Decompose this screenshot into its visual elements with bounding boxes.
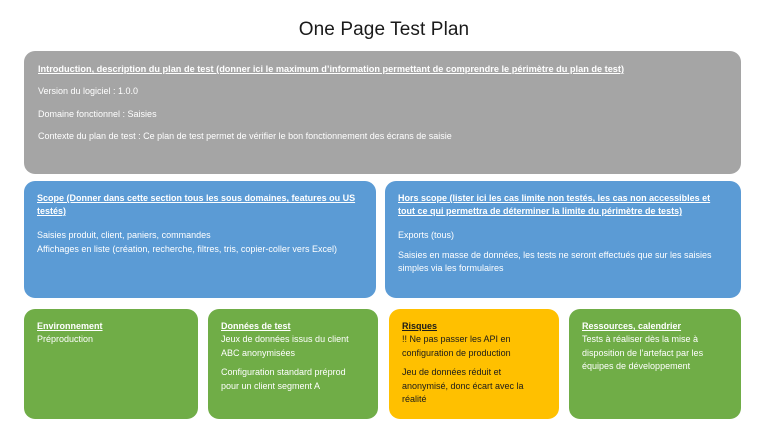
donnees-de-test-heading: Données de test bbox=[221, 321, 291, 331]
hors-scope-card-body: Hors scope (lister ici les cas limite no… bbox=[385, 181, 741, 286]
environnement-card-body: Environnement Préproduction bbox=[24, 309, 198, 357]
environnement-card: Environnement Préproduction bbox=[24, 309, 198, 419]
introduction-card-body: Introduction, description du plan de tes… bbox=[24, 51, 741, 156]
ressources-calendrier-heading: Ressources, calendrier bbox=[582, 321, 682, 331]
donnees-de-test-line-1: Jeux de données issus du client ABC anon… bbox=[221, 334, 349, 358]
risques-line-2: Jeu de données réduit et anonymisé, donc… bbox=[402, 367, 524, 404]
ressources-calendrier-card: Ressources, calendrier Tests à réaliser … bbox=[569, 309, 741, 419]
scope-spacer bbox=[37, 218, 363, 229]
scope-card-body: Scope (Donner dans cette section tous le… bbox=[24, 181, 376, 266]
donnees-de-test-card-body: Données de test Jeux de données issus du… bbox=[208, 309, 378, 403]
page-title: One Page Test Plan bbox=[298, 19, 470, 40]
hors-scope-card: Hors scope (lister ici les cas limite no… bbox=[385, 181, 741, 298]
ressources-calendrier-line-1: Tests à réaliser dès la mise à dispositi… bbox=[582, 334, 704, 371]
hors-scope-line-1: Exports (tous) bbox=[398, 230, 455, 240]
donnees-de-test-line-2: Configuration standard préprod pour un c… bbox=[221, 367, 346, 391]
introduction-heading: Introduction, description du plan de tes… bbox=[38, 64, 625, 74]
scope-line-2: Affichages en liste (création, recherche… bbox=[37, 243, 337, 254]
scope-line-1: Saisies produit, client, paniers, comman… bbox=[37, 230, 211, 240]
hors-scope-spacer bbox=[398, 218, 728, 229]
risques-heading: Risques bbox=[402, 321, 438, 331]
hors-scope-heading: Hors scope (lister ici les cas limite no… bbox=[398, 193, 711, 216]
hors-scope-line-2: Saisies en masse de données, les tests n… bbox=[398, 249, 712, 274]
introduction-line-version: Version du logiciel : 1.0.0 bbox=[38, 86, 139, 96]
environnement-line-1: Préproduction bbox=[37, 334, 94, 344]
donnees-de-test-card: Données de test Jeux de données issus du… bbox=[208, 309, 378, 419]
environnement-heading: Environnement bbox=[37, 321, 103, 331]
introduction-line-context: Contexte du plan de test : Ce plan de te… bbox=[38, 131, 452, 141]
risques-card-body: Risques !! Ne pas passer les API en conf… bbox=[389, 309, 559, 417]
risques-line-1: !! Ne pas passer les API en configuratio… bbox=[402, 334, 511, 358]
introduction-line-domain: Domaine fonctionnel : Saisies bbox=[38, 108, 157, 119]
scope-card: Scope (Donner dans cette section tous le… bbox=[24, 181, 376, 298]
ressources-calendrier-card-body: Ressources, calendrier Tests à réaliser … bbox=[569, 309, 741, 384]
risques-card: Risques !! Ne pas passer les API en conf… bbox=[389, 309, 559, 419]
scope-heading: Scope (Donner dans cette section tous le… bbox=[37, 193, 356, 216]
introduction-card: Introduction, description du plan de tes… bbox=[24, 51, 741, 174]
